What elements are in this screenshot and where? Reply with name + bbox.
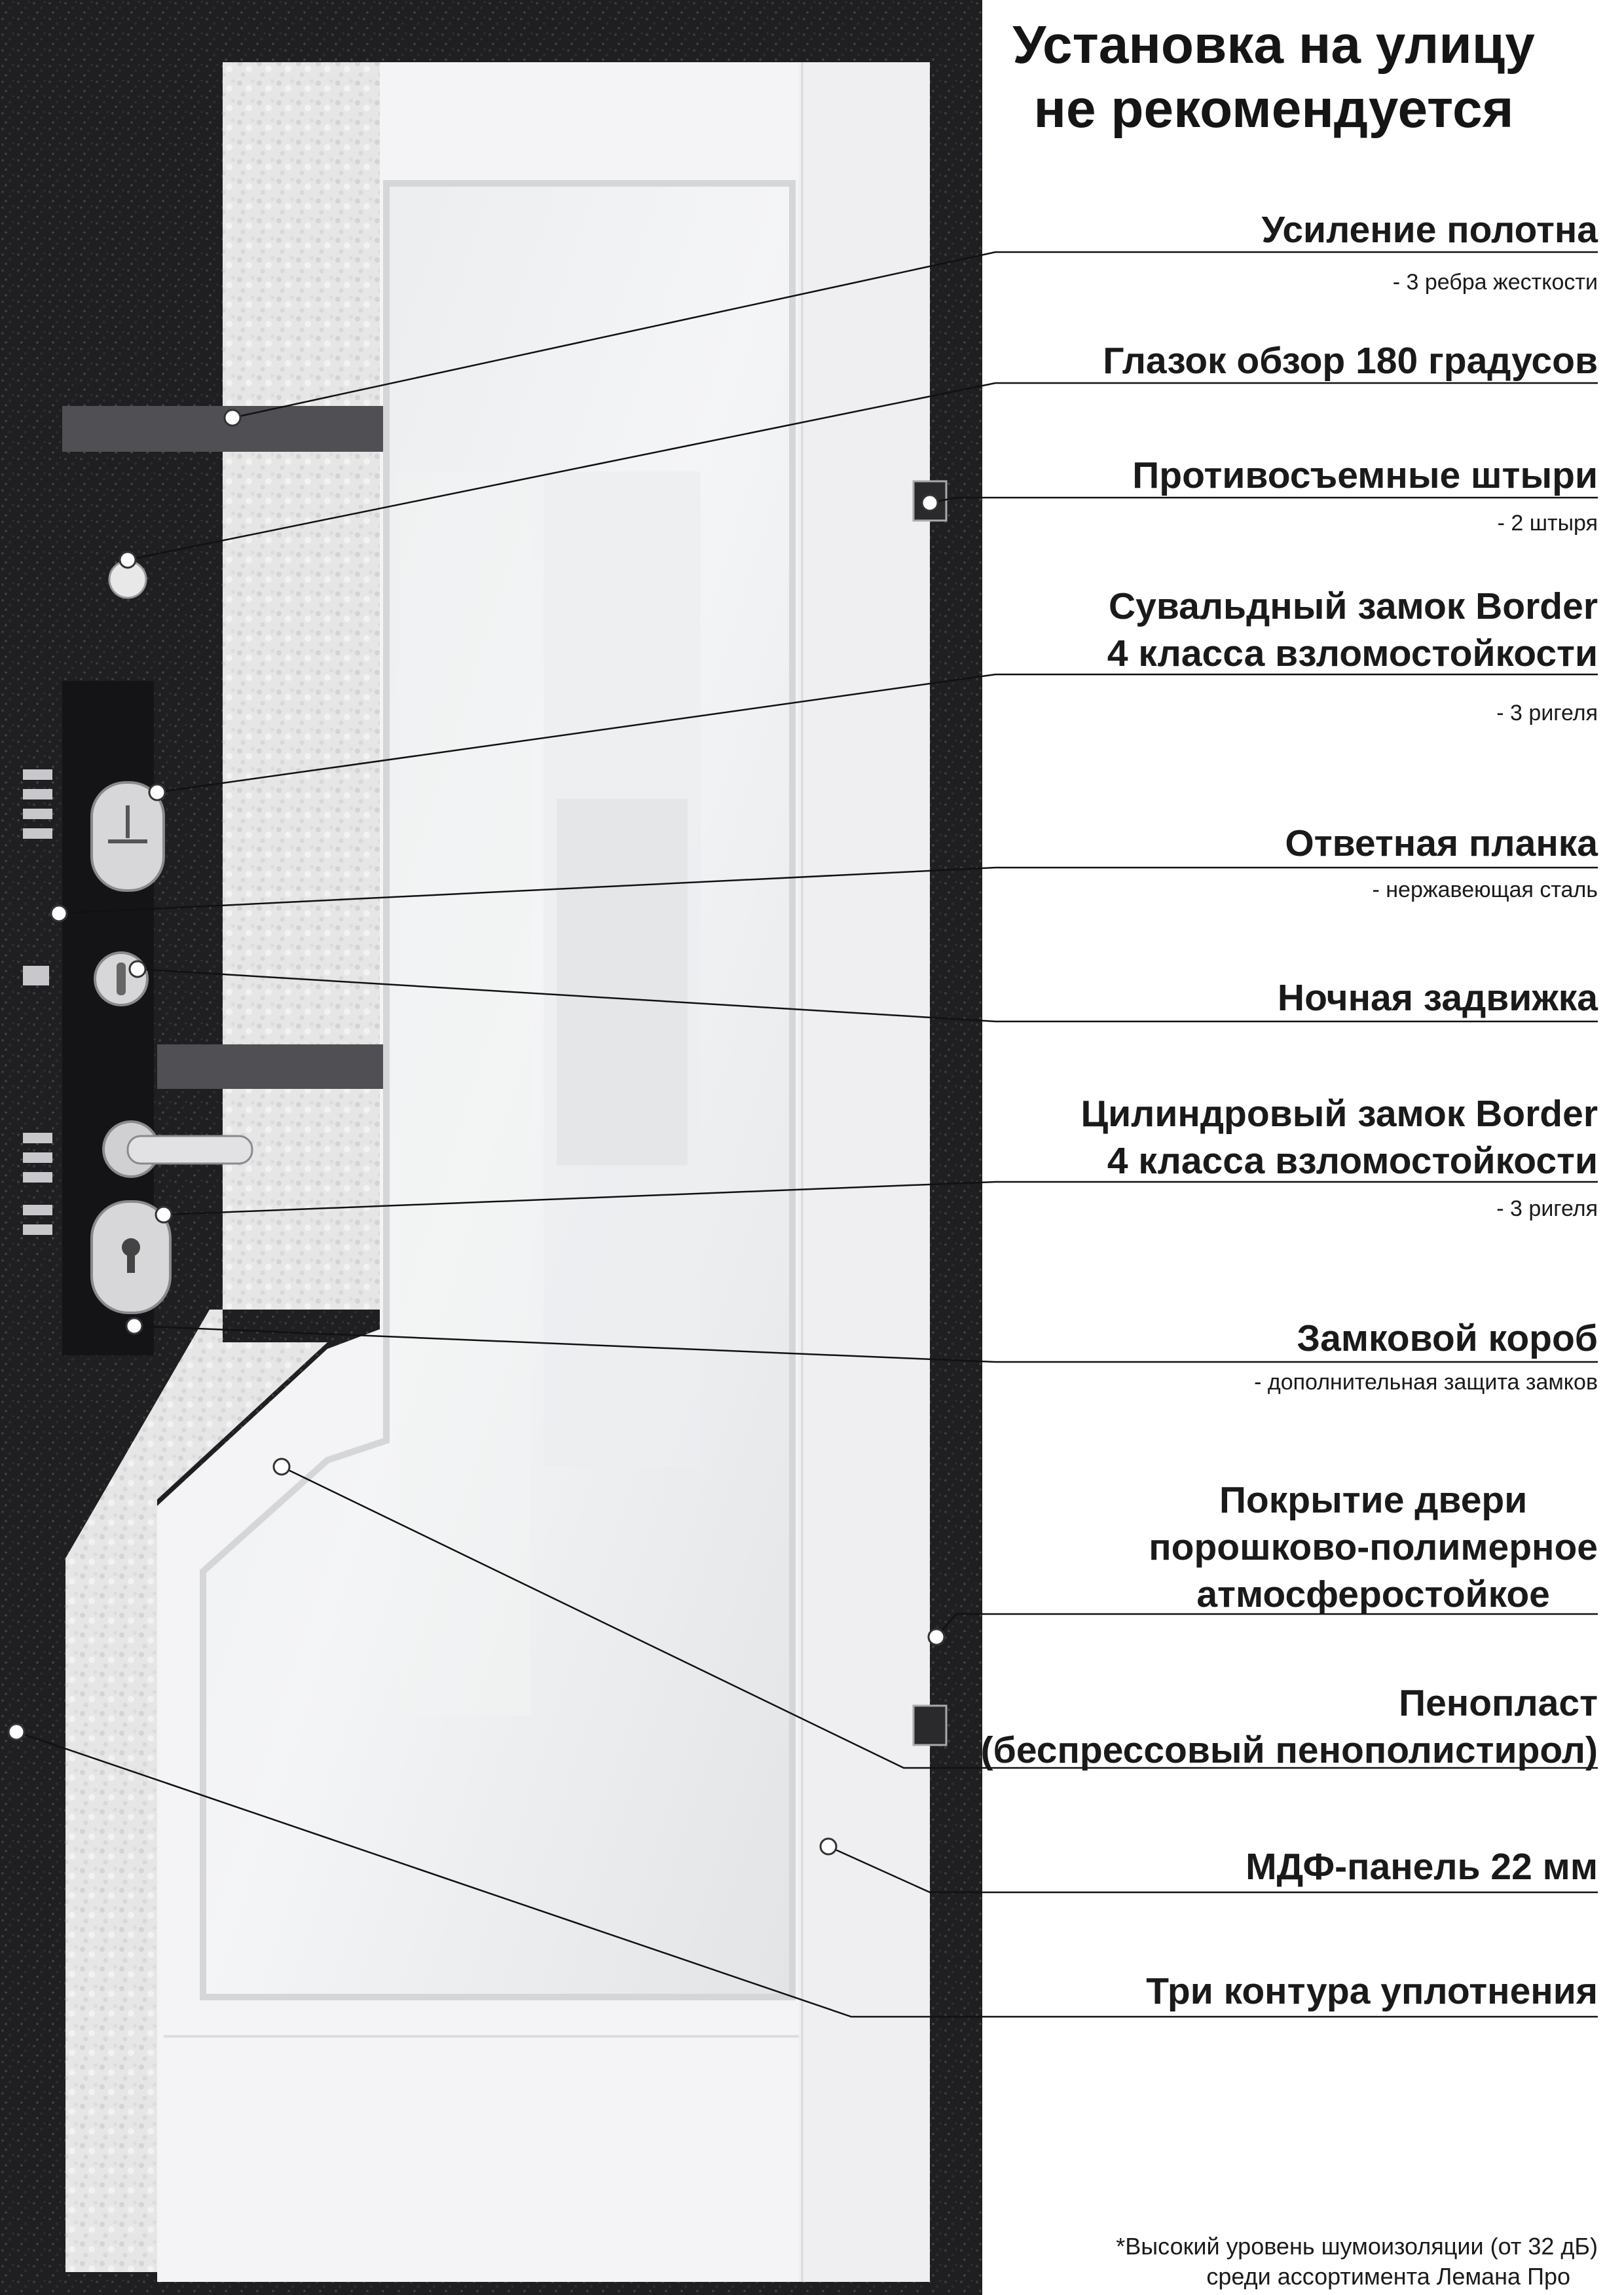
feature-title-cylinder-lock: Цилиндровый замок Border 4 класса взломо…	[1080, 1090, 1598, 1184]
feature-title-lever-lock-line-2: 4 класса взломостойкости	[1107, 633, 1598, 674]
mirror-reflection-shelf	[557, 799, 688, 1166]
door-handle-lever	[126, 1135, 253, 1165]
night-latch-knob	[117, 963, 126, 995]
leader-lines	[16, 251, 1598, 2018]
feature-title-cylinder-lock-line-2: 4 класса взломостойкости	[1107, 1140, 1598, 1182]
footnote-line-1: *Высокий уровень шумоизоляции (от 32 дБ)	[1116, 2233, 1598, 2260]
feature-title-peephole: Глазок обзор 180 градусов	[1103, 340, 1598, 382]
night-latch-bolt	[23, 966, 49, 985]
feature-title-insulation: Пенопласт (беспрессовый пенополистирол)	[981, 1680, 1598, 1774]
cylinder-keyhole-slot	[127, 1251, 135, 1273]
cylinder-keyhole	[122, 1238, 140, 1257]
feature-title-coating-line-1: Покрытие двери	[1219, 1479, 1528, 1521]
heading-line-2: не рекомендуется	[1033, 79, 1514, 139]
feature-title-lever-lock-line-1: Сувальдный замок Border	[1108, 585, 1598, 627]
reinforcement-rib-top	[62, 406, 383, 452]
lock-bolts-top	[23, 769, 52, 839]
feature-title-anti-removal-pins: Противосъемные штыри	[1132, 454, 1598, 496]
panel-moulding	[799, 62, 930, 2282]
feature-title-coating-line-2: порошково-полимерное	[1149, 1526, 1598, 1568]
footnote: *Высокий уровень шумоизоляции (от 32 дБ)…	[1116, 2231, 1598, 2292]
leader-dots	[7, 409, 946, 1856]
feature-detail-strike-plate: - нержавеющая сталь	[1372, 877, 1598, 902]
feature-title-night-latch: Ночная задвижка	[1277, 977, 1598, 1019]
heading-line-1: Установка на улицу	[1012, 15, 1535, 75]
feature-title-coating: Покрытие двери порошково-полимерное атмо…	[1149, 1477, 1598, 1618]
lock-bolts-bottom	[23, 1133, 52, 1235]
feature-detail-lock-box: - дополнительная защита замков	[1254, 1370, 1598, 1395]
feature-title-seals: Три контура уплотнения	[1146, 1970, 1598, 2012]
feature-detail-anti-removal-pins: - 2 штыря	[1497, 511, 1598, 536]
feature-title-insulation-line-2: (беспрессовый пенополистирол)	[980, 1729, 1598, 1771]
feature-title-coating-line-3: атмосферостойкое	[1196, 1573, 1550, 1615]
feature-title-lever-lock: Сувальдный замок Border 4 класса взломос…	[1107, 583, 1598, 677]
reinforcement-rib-mid	[157, 1044, 383, 1089]
feature-title-reinforcement: Усиление полотна	[1261, 209, 1598, 251]
heading: Установка на улицу не рекомендуется	[943, 13, 1604, 141]
feature-title-mdf-panel: МДФ-панель 22 мм	[1246, 1846, 1598, 1888]
footnote-line-2: среди ассортимента Лемана Про	[1206, 2263, 1570, 2290]
feature-title-lock-box: Замковой короб	[1297, 1317, 1598, 1359]
feature-detail-reinforcement: - 3 ребра жесткости	[1392, 270, 1598, 295]
stucco-panel-upper	[223, 62, 386, 1084]
feature-detail-lever-lock: - 3 ригеля	[1496, 701, 1598, 725]
feature-detail-cylinder-lock: - 3 ригеля	[1496, 1196, 1598, 1221]
feature-title-insulation-line-1: Пенопласт	[1399, 1682, 1598, 1724]
feature-title-strike-plate: Ответная планка	[1285, 822, 1598, 864]
mirror-reflection-frame	[399, 471, 530, 1716]
anti-removal-pin-bottom	[912, 1704, 948, 1746]
lever-lock-keyhole	[108, 805, 147, 843]
feature-title-cylinder-lock-line-1: Цилиндровый замок Border	[1080, 1093, 1598, 1135]
